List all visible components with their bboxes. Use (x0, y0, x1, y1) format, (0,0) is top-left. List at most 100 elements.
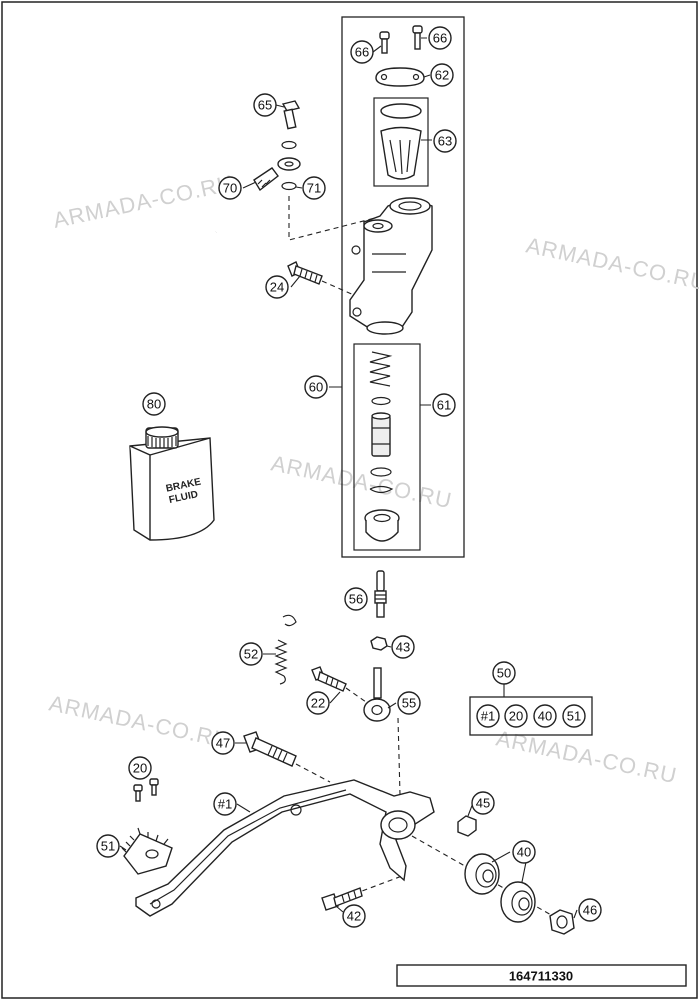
circlip (369, 485, 394, 494)
callout-47: 47 (211, 731, 235, 755)
step-plate-51 (121, 827, 173, 875)
svg-text:60: 60 (309, 380, 323, 395)
callout-70: 70 (218, 176, 242, 200)
watermark-4: ARMADA-CO.RU (47, 690, 233, 753)
bearing-40-a (464, 853, 500, 895)
screw-66-left (379, 31, 390, 54)
callout-66-left: 66 (350, 40, 374, 64)
watermark-3: ARMADA-CO.RU (269, 450, 455, 513)
callout-50: 50 (492, 661, 516, 685)
callout-61: 61 (432, 393, 456, 417)
kit-50-item-40: 40 (533, 704, 557, 728)
bolt-22-line (345, 687, 367, 703)
bolt-22 (311, 666, 347, 692)
callout-80: 80 (142, 392, 166, 416)
pushrod-56 (374, 570, 387, 618)
seal-ring-71 (281, 181, 297, 191)
svg-text:#1: #1 (218, 797, 232, 812)
watermark-2: ARMADA-CO.RU (524, 232, 699, 295)
piston (371, 412, 391, 457)
nut-45 (457, 815, 477, 837)
svg-text:61: 61 (437, 398, 451, 413)
clevis-55 (363, 667, 391, 722)
callout-65: 65 (253, 93, 277, 117)
svg-text:24: 24 (270, 280, 284, 295)
svg-text:56: 56 (349, 592, 363, 607)
master-cylinder-group-box (341, 16, 465, 558)
nut-46 (549, 909, 575, 935)
svg-text:40: 40 (517, 845, 531, 860)
document-number: 164711330 (509, 969, 573, 984)
callout-24: 24 (265, 275, 289, 299)
banjo-bolt-65 (281, 100, 301, 130)
svg-text:71: 71 (307, 181, 321, 196)
nut-43 (370, 636, 388, 651)
kit-50-box (469, 696, 593, 736)
hose-connect-line (288, 196, 376, 241)
bolt-47-line (295, 763, 331, 783)
brake-hose-70 (214, 157, 301, 233)
reservoir-kit-box (373, 97, 429, 187)
clevis-connect-line (397, 717, 401, 796)
callout-46: 46 (578, 898, 602, 922)
callout-66-right: 66 (428, 26, 452, 50)
leader-lines (119, 37, 578, 919)
kit-50-item-51: 51 (562, 704, 586, 728)
svg-text:45: 45 (476, 796, 490, 811)
svg-text:47: 47 (216, 736, 230, 751)
svg-text:70: 70 (223, 181, 237, 196)
svg-text:65: 65 (258, 98, 272, 113)
svg-text:66: 66 (433, 31, 447, 46)
svg-text:52: 52 (244, 647, 258, 662)
svg-text:40: 40 (538, 709, 552, 724)
bearing-40-b (500, 881, 536, 923)
kit-50-item-20: 20 (504, 704, 528, 728)
callout-20: 20 (128, 756, 152, 780)
callout-40: 40 (512, 840, 536, 864)
svg-text:43: 43 (396, 640, 410, 655)
master-cylinder-body (349, 197, 433, 335)
dust-boot (364, 509, 400, 542)
callout-62: 62 (430, 63, 454, 87)
svg-text:#1: #1 (481, 709, 495, 724)
svg-text:51: 51 (567, 709, 581, 724)
callout-43: 43 (391, 635, 415, 659)
callout-42: 42 (342, 904, 366, 928)
bolt-24 (287, 261, 323, 285)
reservoir-membrane-63 (380, 103, 422, 180)
brake-pedal-1 (135, 779, 435, 917)
reservoir-cap-62 (375, 67, 425, 87)
kit-50-item-1: #1 (476, 704, 500, 728)
svg-text:51: 51 (101, 839, 115, 854)
callout-63: 63 (433, 129, 457, 153)
callout-56: 56 (344, 587, 368, 611)
svg-text:46: 46 (583, 903, 597, 918)
svg-text:80: 80 (147, 397, 161, 412)
callout-51: 51 (96, 834, 120, 858)
watermark-1: ARMADA-CO.RU (51, 170, 237, 233)
callout-22: 22 (306, 691, 330, 715)
bolt-24-line (321, 280, 357, 297)
callout-52: 52 (239, 642, 263, 666)
svg-text:62: 62 (435, 68, 449, 83)
svg-text:22: 22 (311, 696, 325, 711)
document-number-box: 164711330 (396, 964, 687, 987)
svg-text:20: 20 (133, 761, 147, 776)
svg-text:20: 20 (509, 709, 523, 724)
piston-spring (369, 351, 393, 387)
pivot-bolt-47 (243, 731, 297, 767)
seal-ring-upper (281, 140, 297, 150)
piston-kit-box (353, 343, 421, 551)
svg-text:42: 42 (347, 909, 361, 924)
screw-66-right (412, 25, 423, 50)
callout-1: #1 (213, 792, 237, 816)
svg-text:50: 50 (497, 666, 511, 681)
piston-washer (370, 467, 392, 477)
svg-text:63: 63 (438, 134, 452, 149)
callout-60: 60 (304, 375, 328, 399)
screws-20 (133, 778, 159, 802)
piston-cup-ring (371, 396, 391, 406)
